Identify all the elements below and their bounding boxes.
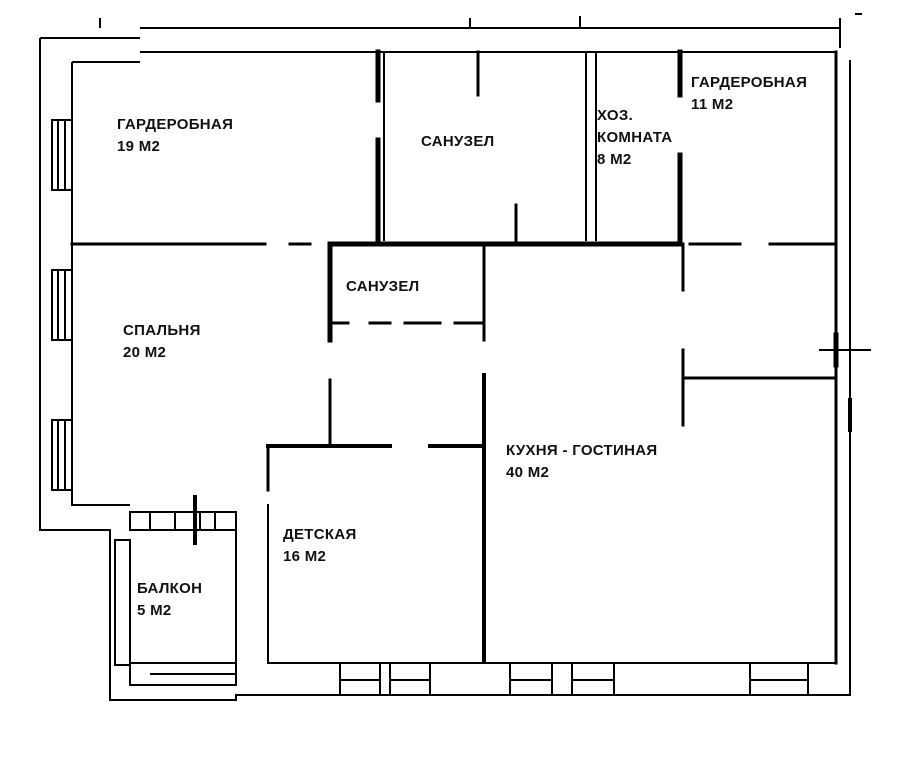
outer-wall: [39, 27, 851, 701]
room-name-line2: КОМНАТА: [597, 129, 673, 146]
interior-walls: [70, 49, 871, 665]
label-bathroom-top: САНУЗЕЛ: [421, 131, 494, 153]
label-kids-room: ДЕТСКАЯ 16 М2: [283, 524, 357, 568]
left-windows: [51, 119, 73, 491]
room-area: 40 М2: [506, 464, 550, 481]
room-area: 16 М2: [283, 548, 327, 565]
room-area: 19 М2: [117, 138, 161, 155]
room-name: ГАРДЕРОБНАЯ: [691, 74, 808, 91]
room-area: 5 М2: [137, 602, 172, 619]
room-name: САНУЗЕЛ: [346, 278, 420, 295]
label-utility: ХОЗ. КОМНАТА 8 М2: [597, 105, 672, 171]
room-name: БАЛКОН: [137, 580, 203, 597]
room-name-line1: ХОЗ.: [597, 107, 634, 124]
room-area: 20 М2: [123, 344, 167, 361]
room-name: ГАРДЕРОБНАЯ: [117, 116, 234, 133]
bottom-windows: [129, 662, 809, 696]
label-kitchen-living: КУХНЯ - ГОСТИНАЯ 40 М2: [506, 440, 657, 484]
label-bedroom: СПАЛЬНЯ 20 М2: [123, 320, 201, 364]
room-name: СПАЛЬНЯ: [123, 322, 201, 339]
label-wardrobe-large: ГАРДЕРОБНАЯ 19 М2: [117, 114, 233, 158]
room-name: ДЕТСКАЯ: [283, 526, 357, 543]
room-area: 11 М2: [691, 96, 734, 113]
room-area: 8 М2: [597, 151, 632, 168]
label-balcony: БАЛКОН 5 М2: [137, 578, 202, 622]
label-bathroom-mid: САНУЗЕЛ: [346, 276, 419, 298]
top-edge-marks: [99, 13, 862, 28]
room-name: САНУЗЕЛ: [421, 133, 495, 150]
room-name: КУХНЯ - ГОСТИНАЯ: [506, 442, 658, 459]
balcony-frame: [114, 495, 237, 666]
label-wardrobe-small: ГАРДЕРОБНАЯ 11 М2: [691, 72, 807, 116]
